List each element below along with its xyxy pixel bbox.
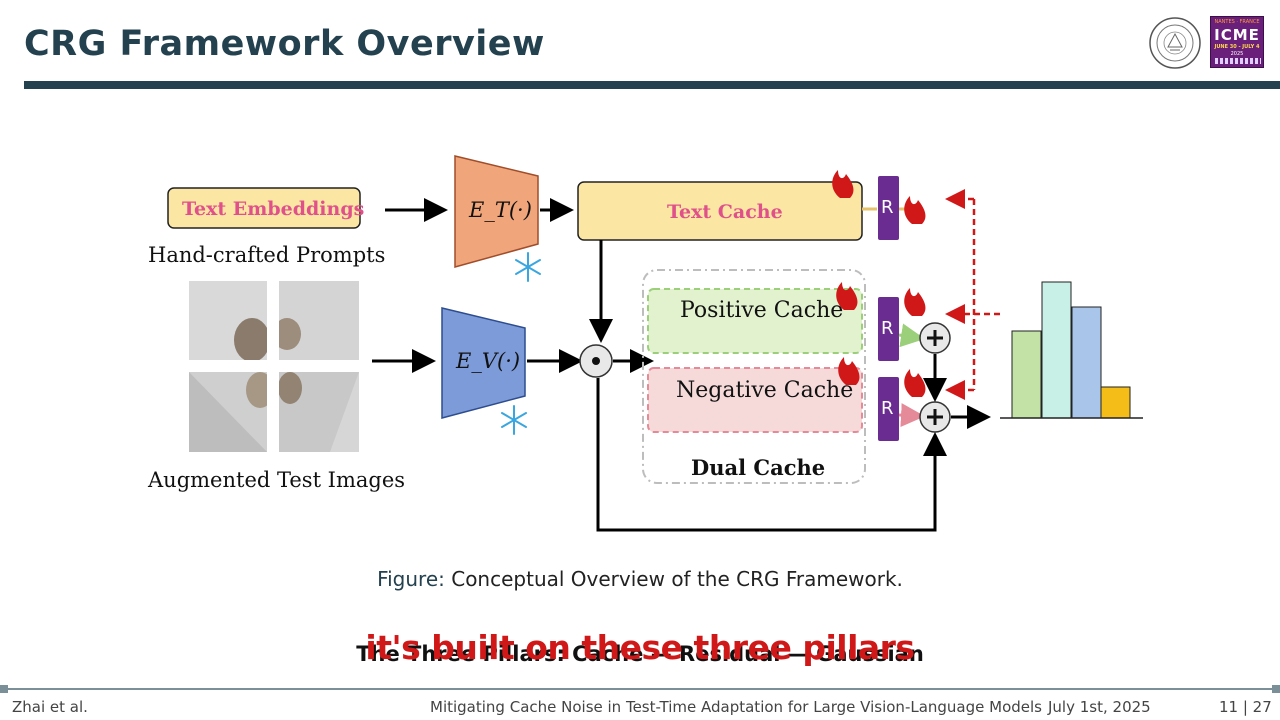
- icme-skyline: [1215, 58, 1261, 64]
- residual-block-positive: [878, 297, 899, 361]
- text-encoder: [454, 155, 539, 268]
- plus-circle-icon: [919, 401, 951, 433]
- framework-diagram: [167, 155, 1143, 532]
- residual-label: R: [881, 318, 894, 339]
- histogram-bar: [1100, 386, 1131, 419]
- residual-block-negative: [878, 377, 899, 441]
- icme-year: 2025: [1230, 51, 1244, 57]
- caption-text: Conceptual Overview of the CRG Framework…: [451, 567, 903, 591]
- residual-label: R: [881, 197, 894, 218]
- residual-label: R: [881, 398, 894, 419]
- text-encoder-label: E_T(·): [469, 198, 532, 222]
- hand-crafted-prompts-label: Hand-crafted Prompts: [148, 243, 386, 267]
- dual-cache-label: Dual Cache: [691, 455, 826, 480]
- residual-block-text: [878, 176, 899, 240]
- flame-icon: [904, 196, 926, 224]
- text-embeddings-box: [167, 187, 361, 229]
- text-cache-box: [577, 181, 863, 241]
- icme-logo: NANTES · FRANCE ICME JUNE 30 - JULY 4 20…: [1210, 16, 1264, 68]
- flame-icon: [836, 282, 858, 310]
- title-rule: [24, 81, 1280, 89]
- negative-cache-box: [647, 367, 863, 433]
- augmented-test-images-label: Augmented Test Images: [148, 468, 406, 492]
- footer-page-number: 11 | 27: [1219, 698, 1272, 716]
- footer-date: July 1st, 2025: [1048, 698, 1151, 716]
- plus-circle-icon: [919, 322, 951, 354]
- flame-icon: [838, 357, 860, 385]
- flame-icon: [904, 369, 926, 397]
- video-subtitle: it's built on these three pillars: [365, 628, 915, 667]
- crg-framework-figure: Text Embeddings Hand-crafted Prompts Aug…: [140, 140, 1150, 540]
- histogram-bar: [1071, 306, 1102, 419]
- vision-encoder-label: E_V(·): [456, 349, 521, 373]
- slide-title: CRG Framework Overview: [24, 24, 545, 64]
- dual-cache-region: [642, 269, 866, 484]
- snowflake-icon: [501, 405, 527, 435]
- icme-name: ICME: [1214, 26, 1260, 44]
- dot-product-icon: [579, 344, 613, 378]
- flame-icon: [904, 288, 926, 316]
- output-histogram: [1000, 281, 1143, 419]
- icme-location: NANTES · FRANCE: [1214, 19, 1260, 25]
- figure-caption: Figure: Conceptual Overview of the CRG F…: [0, 567, 1280, 591]
- positive-cache-label: Positive Cache: [680, 298, 844, 323]
- kitten-photo: [189, 281, 359, 452]
- footer-author: Zhai et al.: [12, 698, 88, 716]
- icme-date: JUNE 30 - JULY 4: [1214, 44, 1260, 50]
- histogram-bar: [1041, 281, 1072, 419]
- vision-encoder: [441, 307, 526, 419]
- text-embeddings-label: Text Embeddings: [182, 198, 365, 220]
- pillars-text: The Three Pillars: Cache — Residual — Ga…: [356, 642, 924, 666]
- negative-cache-label: Negative Cache: [676, 378, 854, 403]
- flame-icon: [832, 170, 854, 198]
- university-logo: [1149, 17, 1201, 69]
- text-cache-label: Text Cache: [667, 201, 783, 223]
- footer-rule: [0, 685, 1280, 693]
- snowflake-icon: [515, 252, 541, 282]
- histogram-bar: [1011, 330, 1042, 419]
- caption-label: Figure:: [377, 567, 445, 591]
- footer-title: Mitigating Cache Noise in Test-Time Adap…: [430, 698, 1042, 716]
- positive-cache-box: [647, 288, 863, 354]
